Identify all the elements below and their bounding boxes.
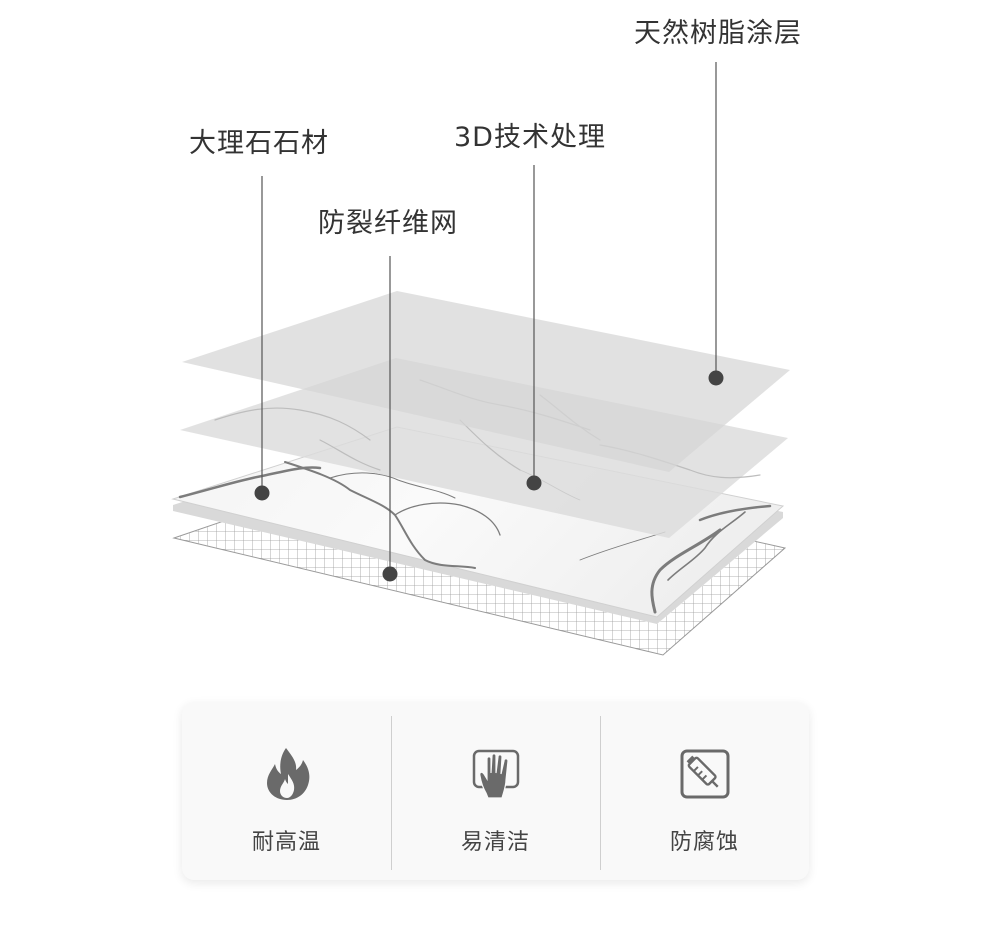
mesh-marker-dot [382,566,398,582]
layer-stack-illustration [171,62,790,656]
layer-label-3d: 3D技术处理 [454,122,606,153]
marble-marker-dot [254,485,270,501]
feature-label-heat-resistant: 耐高温 [251,830,321,855]
feature-corrosion-resistant: 防腐蚀 [600,702,809,880]
feature-panel: 耐高温 易清洁 防腐蚀 [182,702,809,880]
feature-heat-resistant: 耐高温 [182,702,391,880]
layer-diagram: 天然树脂涂层 3D技术处理 大理石石材 防裂纤维网 [171,18,802,656]
feature-label-corrosion-resistant: 防腐蚀 [669,830,739,855]
marble-layer [171,426,785,624]
layer-label-marble: 大理石石材 [189,128,329,159]
resin-marker-dot [708,370,724,386]
leader-lines [261,62,717,573]
layer-label-mesh: 防裂纤维网 [318,208,458,239]
tube-icon [677,746,733,802]
layer-label-resin: 天然树脂涂层 [634,18,802,49]
feature-easy-clean: 易清洁 [391,702,600,880]
resin-layer [182,291,790,472]
flame-icon [259,746,315,802]
3d-marker-dot [526,475,542,491]
feature-label-easy-clean: 易清洁 [460,830,530,855]
hand-icon [468,746,524,802]
